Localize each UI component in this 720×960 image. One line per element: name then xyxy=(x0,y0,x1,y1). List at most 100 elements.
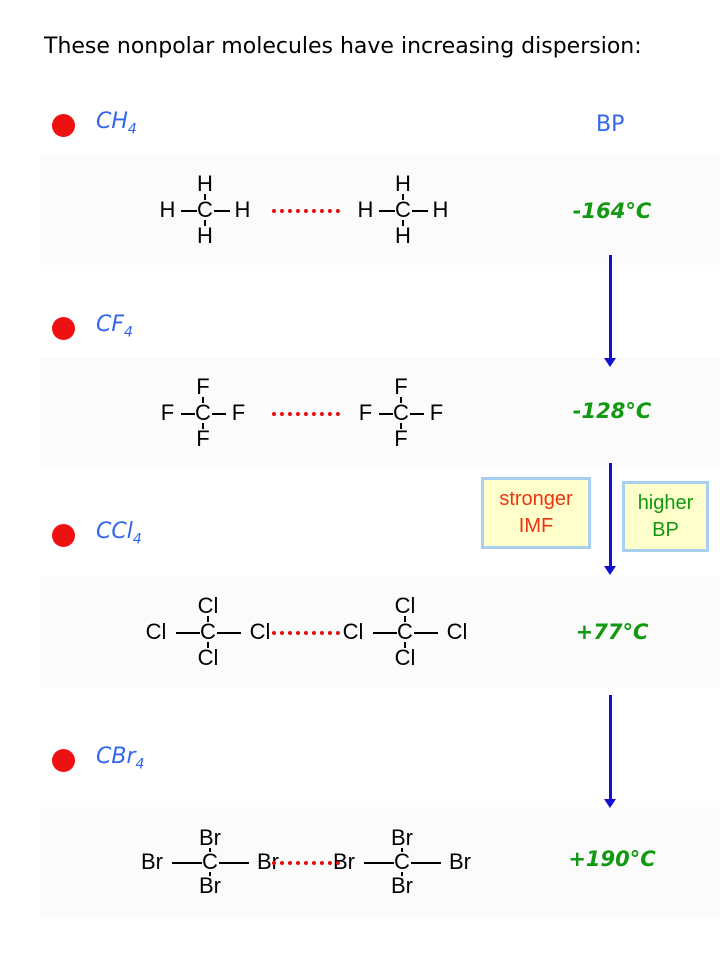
bond xyxy=(404,642,406,648)
slide-title: These nonpolar molecules have increasing… xyxy=(44,34,642,59)
substituent-atom: F xyxy=(394,426,408,451)
bond xyxy=(181,210,197,212)
substituent-atom: Cl xyxy=(197,593,219,618)
substituent-atom: H xyxy=(234,197,251,222)
substituent-atom: Cl xyxy=(394,593,416,618)
center-atom: C xyxy=(395,197,411,222)
bullet-icon xyxy=(52,317,75,340)
substituent-atom: H xyxy=(159,197,176,222)
formula-subscript: 4 xyxy=(135,756,145,773)
formula-subscript: 4 xyxy=(132,531,142,548)
bond xyxy=(402,220,404,226)
bond xyxy=(202,423,204,429)
bond xyxy=(410,413,424,415)
formula-main: CBr xyxy=(96,744,136,769)
boiling-point: +190°C xyxy=(568,847,656,871)
down-arrow-icon xyxy=(604,255,616,367)
molecule-label: CH4 xyxy=(96,109,137,137)
bond xyxy=(212,413,226,415)
bond xyxy=(401,848,403,852)
bond xyxy=(379,210,395,212)
substituent-atom: Br xyxy=(391,873,413,898)
bond xyxy=(400,397,402,403)
substituent-atom: H xyxy=(197,171,213,196)
bond xyxy=(414,632,438,634)
center-atom: C xyxy=(197,197,213,222)
boiling-point: -128°C xyxy=(572,399,652,423)
formula-main: CF xyxy=(96,312,125,337)
dispersion-interaction xyxy=(272,412,340,416)
substituent-atom: Br xyxy=(257,849,279,874)
bond xyxy=(207,642,209,648)
bond xyxy=(379,413,393,415)
substituent-atom: Cl xyxy=(394,645,416,670)
down-arrow-icon xyxy=(604,463,616,575)
substituent-atom: Br xyxy=(199,825,221,850)
bond xyxy=(400,423,402,429)
substituent-atom: Cl xyxy=(197,645,219,670)
substituent-atom: Cl xyxy=(145,619,167,644)
center-atom: C xyxy=(397,619,413,644)
bond xyxy=(217,632,241,634)
bond xyxy=(373,632,397,634)
substituent-atom: F xyxy=(358,400,373,425)
center-atom: C xyxy=(393,400,409,425)
substituent-atom: F xyxy=(160,400,175,425)
boiling-point: -164°C xyxy=(572,199,652,223)
substituent-atom: F xyxy=(196,374,210,399)
callout-line: BP xyxy=(652,519,679,541)
callout-line: higher xyxy=(637,492,694,514)
bond xyxy=(402,194,404,200)
formula-subscript: 4 xyxy=(124,324,133,341)
substituent-atom: F xyxy=(231,400,246,425)
bond xyxy=(204,194,206,200)
center-atom: C xyxy=(394,849,410,874)
molecule-label: CBr4 xyxy=(96,744,144,772)
dispersion-interaction xyxy=(272,861,340,865)
substituent-atom: F xyxy=(196,426,210,451)
boiling-point: +77°C xyxy=(575,620,649,644)
center-atom: C xyxy=(202,849,218,874)
center-atom: C xyxy=(195,400,211,425)
bond xyxy=(202,397,204,403)
substituent-atom: Cl xyxy=(249,619,271,644)
molecule-label: CF4 xyxy=(96,312,133,340)
higher-bp-callout: higher BP xyxy=(622,481,709,552)
substituent-atom: Cl xyxy=(342,619,364,644)
substituent-atom: H xyxy=(197,223,213,248)
substituent-atom: H xyxy=(432,197,449,222)
formula-main: CCl xyxy=(96,519,133,544)
bond xyxy=(172,862,202,864)
substituent-atom: Br xyxy=(391,825,413,850)
bullet-icon xyxy=(52,524,75,547)
molecule-label: CCl4 xyxy=(96,519,142,547)
bp-column-header: BP xyxy=(596,112,625,137)
bond xyxy=(214,210,230,212)
substituent-atom: Br xyxy=(141,849,163,874)
down-arrow-icon xyxy=(604,695,616,808)
bond xyxy=(411,862,441,864)
stronger-imf-callout: stronger IMF xyxy=(481,477,591,549)
substituent-atom: F xyxy=(394,374,408,399)
bond xyxy=(404,616,406,622)
bond xyxy=(209,872,211,876)
callout-line: stronger xyxy=(499,488,573,510)
substituent-atom: Br xyxy=(449,849,471,874)
bullet-icon xyxy=(52,114,75,137)
bond xyxy=(181,413,195,415)
dispersion-interaction xyxy=(272,631,340,635)
bond xyxy=(401,872,403,876)
bond xyxy=(364,862,394,864)
substituent-atom: F xyxy=(429,400,444,425)
substituent-atom: Cl xyxy=(446,619,468,644)
substituent-atom: Br xyxy=(199,873,221,898)
bond xyxy=(176,632,200,634)
callout-line: IMF xyxy=(518,515,554,537)
dispersion-interaction xyxy=(272,209,340,213)
bond xyxy=(207,616,209,622)
bullet-icon xyxy=(52,749,75,772)
substituent-atom: H xyxy=(395,171,411,196)
substituent-atom: Br xyxy=(333,849,355,874)
bond xyxy=(412,210,428,212)
